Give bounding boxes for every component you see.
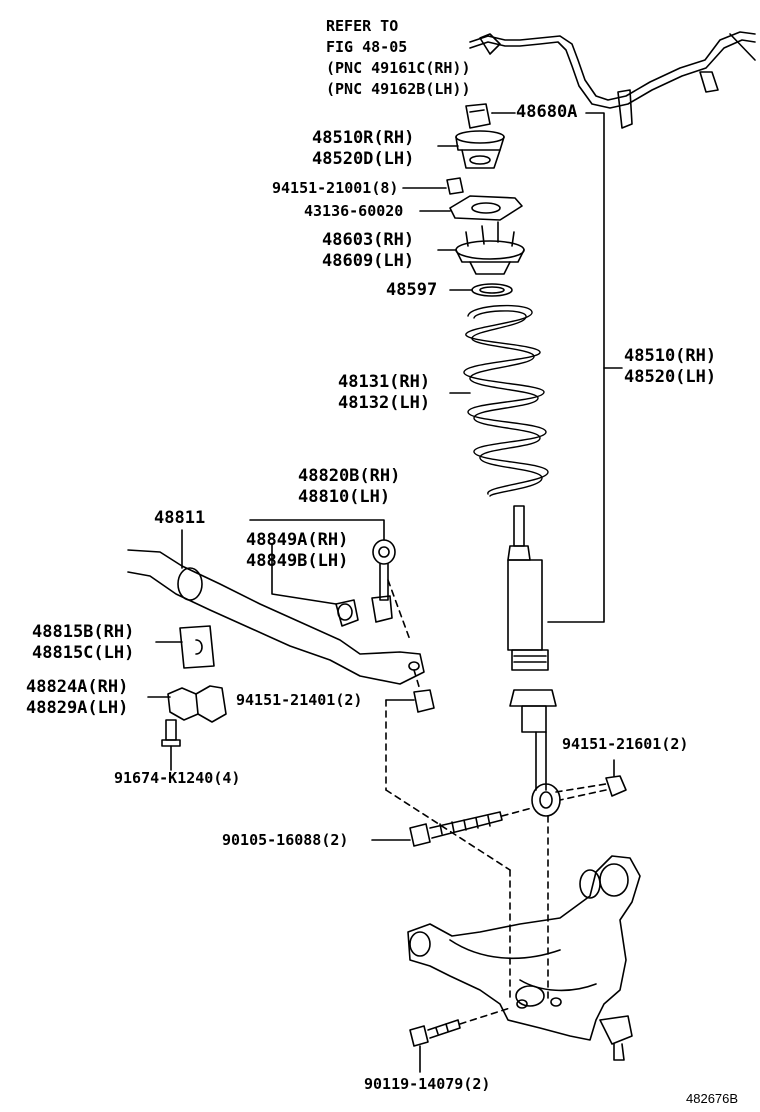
refer-line: FIG 48-05 — [326, 38, 408, 56]
part-label-48820b: 48820B(RH) 48810(LH) — [298, 466, 400, 508]
dashed-line — [413, 669, 421, 691]
part-label-line: 48132(LH) — [338, 393, 431, 413]
part-label-48597: 48597 — [386, 280, 438, 300]
refer-note: REFER TO FIG 48-05 (PNC 49161C(RH)) (PNC… — [326, 16, 471, 100]
bracket-line — [249, 519, 385, 541]
dashed-line — [459, 1007, 511, 1025]
bracket-line — [271, 543, 337, 605]
part-label-48510r: 48510R(RH) 48520D(LH) — [312, 128, 414, 170]
part-label-line: 48520(LH) — [624, 367, 717, 387]
lower-control-arm-icon — [407, 855, 641, 1061]
part-label-48824: 48824A(RH) 48829A(LH) — [26, 677, 128, 719]
diagram-id: 482676B — [686, 1091, 739, 1106]
part-label-line: 48849A(RH) — [246, 530, 349, 550]
part-label-line: 48510(RH) — [624, 346, 717, 366]
dashed-line — [387, 579, 411, 641]
bolt-90119-icon — [409, 1019, 461, 1047]
nut-94151-21001-icon — [446, 177, 464, 195]
brake-hose-icon — [469, 31, 756, 129]
nut-94151-21601-icon — [605, 775, 627, 797]
part-label-48815: 48815B(RH) 48815C(LH) — [32, 622, 134, 664]
bolt-90105-icon — [409, 811, 503, 847]
part-label-90119-14079: 90119-14079(2) — [364, 1075, 491, 1093]
part-label-line: 48815B(RH) — [32, 622, 135, 642]
part-label-line: 48510R(RH) — [312, 128, 415, 148]
part-label-94151-21001: 94151-21001(8) — [272, 179, 399, 197]
stabilizer-bracket-icon — [167, 685, 227, 723]
upper-mount-icon — [455, 221, 525, 275]
bolt-91674-icon — [161, 719, 181, 747]
part-label-90105-16088: 90105-16088(2) — [222, 831, 349, 849]
dashed-line — [501, 807, 533, 817]
part-label-line: 48810(LH) — [298, 487, 391, 507]
part-label-48510: 48510(RH) 48520(LH) — [624, 346, 716, 388]
part-label-48131: 48131(RH) 48132(LH) — [338, 372, 430, 414]
part-label-line: 48520D(LH) — [312, 149, 415, 169]
upper-support-icon — [455, 130, 505, 169]
part-label-94151-21401: 94151-21401(2) — [236, 691, 363, 709]
shock-absorber-icon — [507, 505, 561, 817]
nut-48680a-icon — [465, 103, 491, 129]
part-label-48849: 48849A(RH) 48849B(LH) — [246, 530, 348, 572]
part-label-48680a: 48680A — [516, 102, 578, 122]
bearing-icon — [471, 283, 513, 297]
part-label-line: 48820B(RH) — [298, 466, 401, 486]
part-label-94151-21601: 94151-21601(2) — [562, 735, 689, 753]
dashed-line — [559, 789, 607, 801]
part-label-line: 48829A(LH) — [26, 698, 129, 718]
dashed-line — [555, 783, 607, 793]
part-label-48603: 48603(RH) 48609(LH) — [322, 230, 414, 272]
part-label-line: 48824A(RH) — [26, 677, 129, 697]
refer-line: (PNC 49162B(LH)) — [326, 80, 471, 98]
stabilizer-bar-icon — [127, 549, 425, 685]
nut-94151-21401-icon — [413, 689, 435, 713]
part-label-line: 48815C(LH) — [32, 643, 135, 663]
part-label-line: 48609(LH) — [322, 251, 415, 271]
stabilizer-bushing-icon — [179, 625, 215, 669]
coil-spring-icon — [463, 304, 549, 497]
part-label-line: 48849B(LH) — [246, 551, 349, 571]
refer-line: (PNC 49161C(RH)) — [326, 59, 471, 77]
part-label-line: 48131(RH) — [338, 372, 431, 392]
dashed-line — [385, 789, 511, 871]
plate-icon — [449, 195, 523, 221]
bracket-line — [547, 112, 605, 623]
part-label-43136-60020: 43136-60020 — [304, 202, 404, 220]
part-label-line: 48603(RH) — [322, 230, 415, 250]
part-label-91674-k1240: 91674-K1240(4) — [114, 769, 241, 787]
refer-line: REFER TO — [326, 17, 399, 35]
part-label-48811: 48811 — [154, 508, 206, 528]
